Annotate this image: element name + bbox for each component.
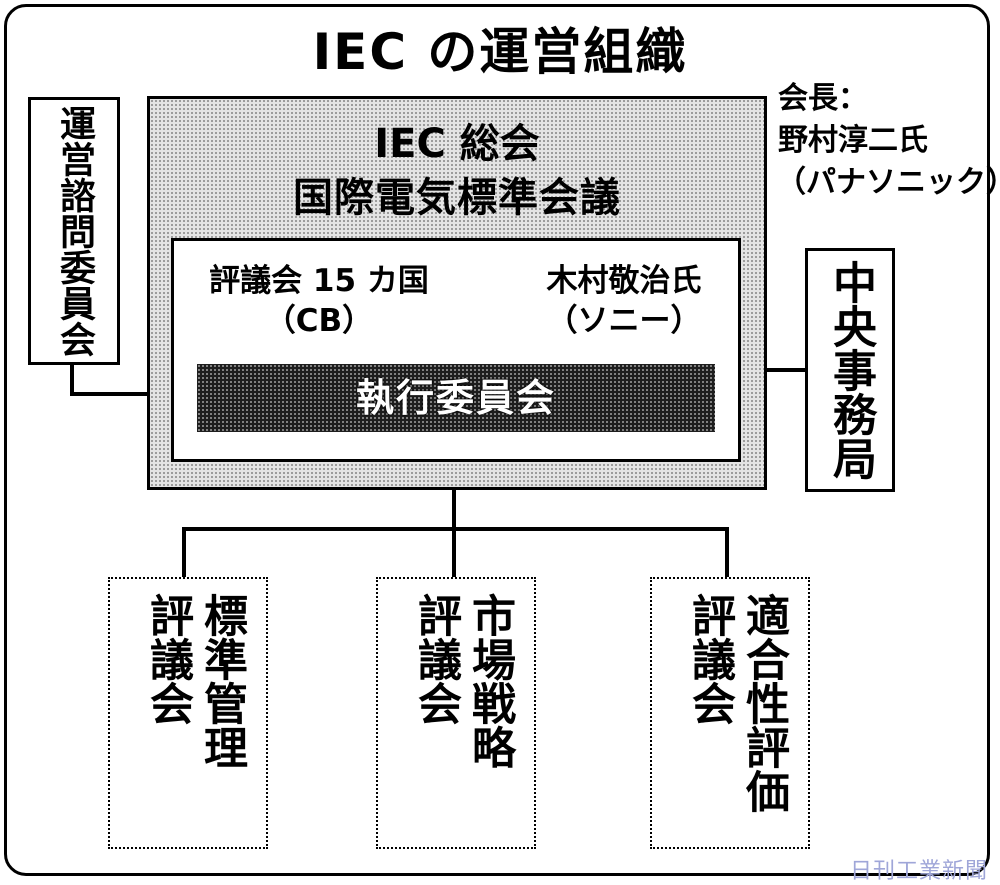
- advisory-connector-vertical: [70, 364, 74, 396]
- branch-drop-3: [725, 527, 729, 579]
- chairman-name: 野村淳二氏: [778, 123, 928, 158]
- branch-drop-1: [182, 527, 186, 579]
- office-connector: [764, 368, 808, 372]
- central-office-label: 中央事務局: [825, 260, 876, 480]
- conformity-assessment-board-box: 適合性評価 評議会: [650, 577, 810, 849]
- board-3-right: 適合性評価: [738, 593, 789, 813]
- central-office-box: 中央事務局: [805, 248, 895, 492]
- advisory-committee-label: 運営諮問委員会: [54, 105, 95, 357]
- trunk-connector: [452, 488, 456, 530]
- board-3-left: 評議会: [684, 593, 735, 725]
- board-2-left: 評議会: [410, 593, 461, 725]
- general-meeting-subtitle: 国際電気標準会議: [293, 175, 621, 221]
- publisher-credit: 日刊工業新聞: [850, 859, 989, 884]
- diagram-title: IEC の運営組織: [312, 23, 688, 81]
- advisory-committee-box: 運営諮問委員会: [28, 97, 120, 365]
- council-board-label: 評議会 15 カ国: [209, 263, 429, 299]
- executive-committee-bar: 執行委員会: [197, 364, 715, 432]
- president-company: （ソニー）: [546, 303, 702, 339]
- advisory-connector-horizontal: [70, 392, 150, 396]
- chairman-label: 会長：: [778, 81, 868, 116]
- standardization-board-box: 標準管理 評議会: [108, 577, 268, 849]
- chairman-company: （パナソニック）: [776, 165, 1000, 200]
- branch-drop-2: [452, 527, 456, 579]
- general-meeting-name: IEC 総会: [374, 121, 540, 167]
- outer-frame: [4, 4, 990, 876]
- president-name: 木村敬治氏: [546, 263, 702, 299]
- council-board-abbr: （CB）: [264, 303, 374, 339]
- board-1-left: 評議会: [142, 593, 193, 725]
- chairman-note: 会長： 野村淳二氏 （パナソニック）: [776, 78, 1000, 204]
- market-strategy-board-box: 市場戦略 評議会: [376, 577, 536, 849]
- board-2-right: 市場戦略: [464, 593, 515, 769]
- board-1-right: 標準管理: [196, 593, 247, 769]
